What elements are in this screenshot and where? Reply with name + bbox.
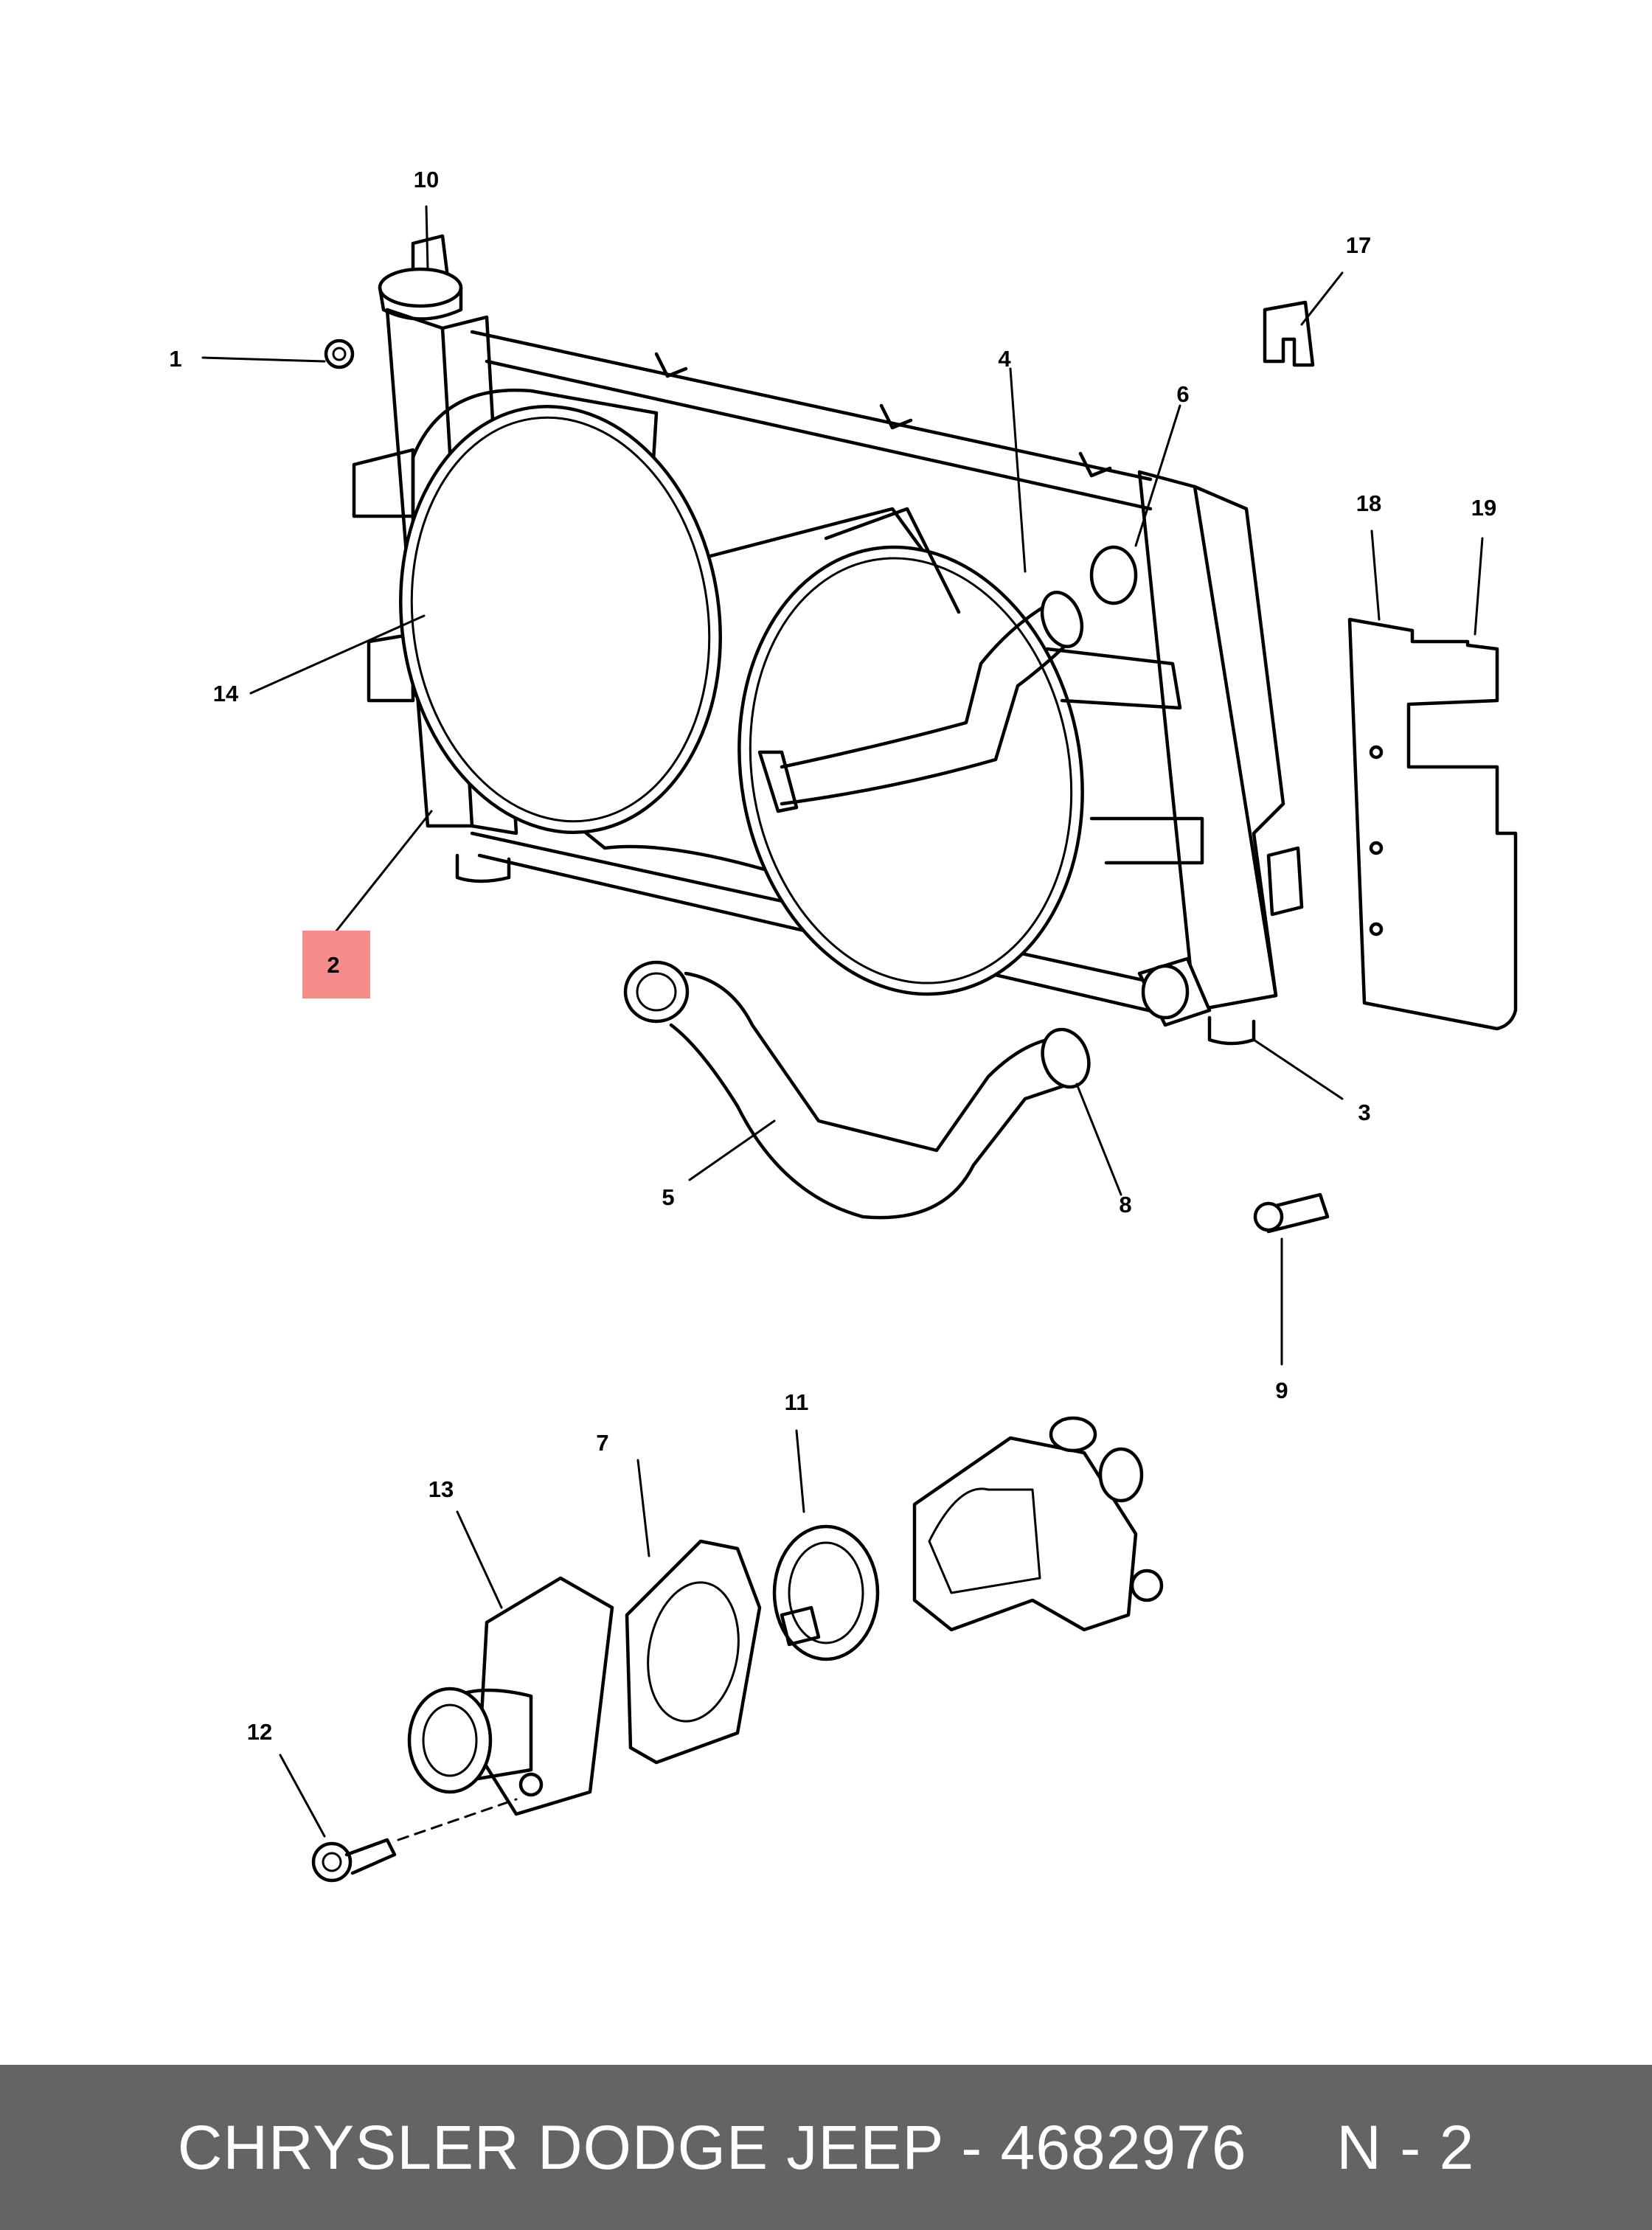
callout-3: 3 (1358, 1100, 1370, 1125)
callout-19: 19 (1471, 495, 1496, 521)
callout-6: 6 (1176, 381, 1189, 407)
callout-11: 11 (785, 1389, 809, 1415)
callout-8: 8 (1119, 1192, 1131, 1218)
callout-13: 13 (428, 1476, 454, 1502)
callout-2: 2 (327, 952, 339, 978)
callout-18: 18 (1356, 490, 1381, 516)
callout-9: 9 (1275, 1378, 1288, 1403)
upper-hose (757, 545, 1138, 813)
fan-shroud (399, 388, 1204, 996)
clip-17 (1263, 300, 1315, 367)
radiator-cap (378, 267, 463, 321)
callout-7: 7 (596, 1430, 608, 1456)
thermostat-housing (912, 1416, 1164, 1632)
thermostat-11 (772, 1524, 880, 1661)
footer-bar: CHRYSLER DODGE JEEP - 4682976 N - 2 (0, 2065, 1652, 2230)
callout-5: 5 (662, 1184, 674, 1210)
footer-label: CHRYSLER DODGE JEEP - 4682976 N - 2 (177, 2112, 1475, 2182)
air-seal-panel (1347, 617, 1518, 1031)
callout-14: 14 (213, 681, 239, 706)
water-outlet-13 (407, 1576, 614, 1816)
callout-17: 17 (1346, 232, 1371, 258)
bolt-1 (324, 338, 355, 369)
callout-12: 12 (247, 1719, 272, 1745)
gasket-7 (625, 1539, 762, 1765)
highlight-box (302, 931, 370, 998)
callout-1: 1 (169, 346, 181, 372)
callouts: 1 2 3 4 5 6 7 8 9 10 11 12 13 14 17 18 1… (169, 167, 1496, 1745)
callout-10: 10 (414, 167, 439, 192)
bolt-12 (311, 1798, 518, 1883)
bolt-9 (1253, 1192, 1330, 1234)
parts-diagram: 1 2 3 4 5 6 7 8 9 10 11 12 13 14 17 18 1… (169, 167, 1518, 1883)
leader-lines (201, 205, 1484, 1838)
callout-4: 4 (998, 346, 1011, 372)
lower-hose (623, 956, 1212, 1220)
